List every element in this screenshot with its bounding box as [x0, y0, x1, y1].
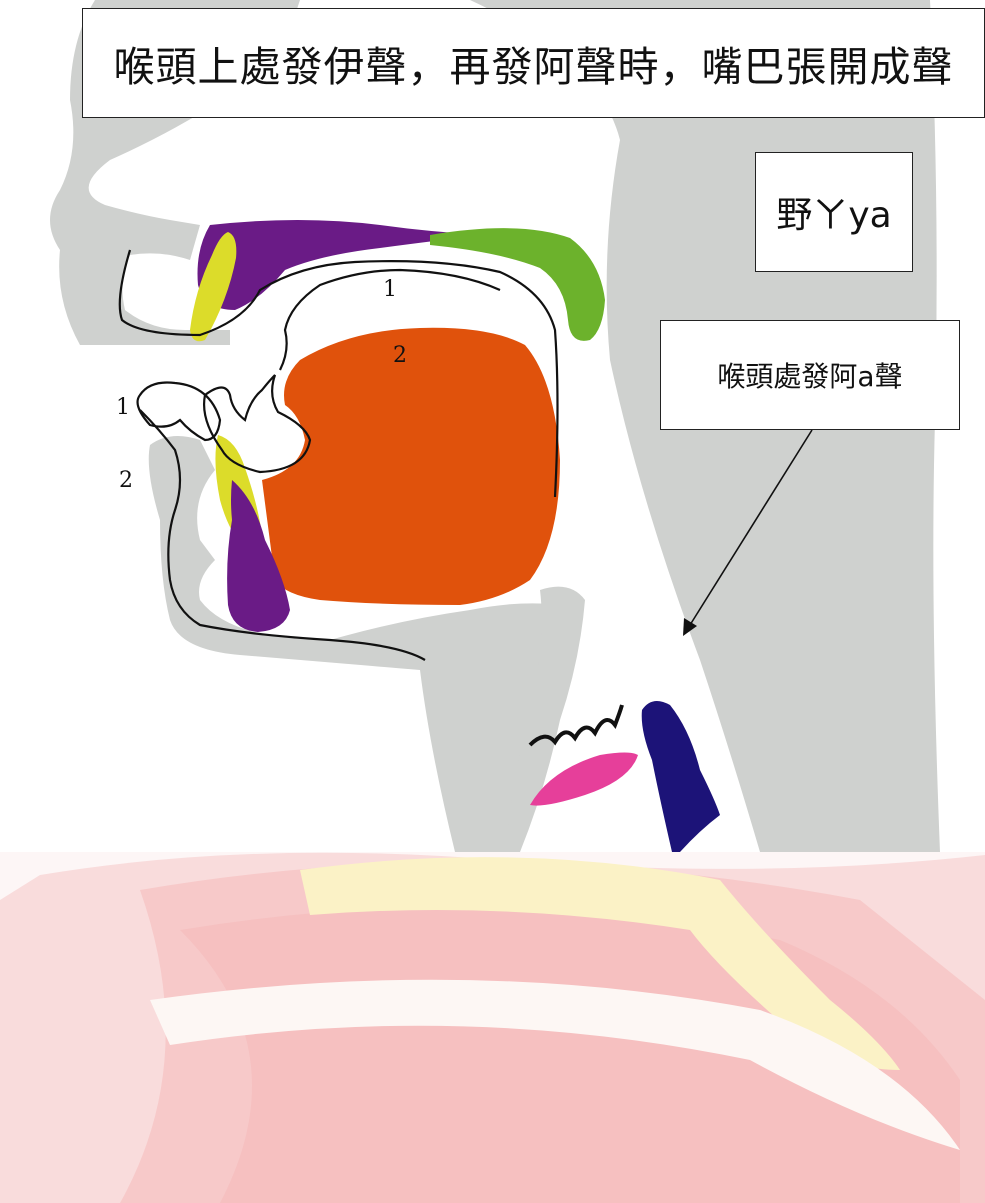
- soft-palate: [430, 228, 605, 341]
- tongue: [262, 328, 560, 605]
- syllable-label-box: 野ㄚya: [755, 152, 913, 272]
- tongue-marker-2: 2: [393, 343, 407, 368]
- lip-marker-1: 1: [116, 395, 130, 420]
- lip-marker-2: 2: [119, 468, 133, 493]
- watermark-background: [0, 852, 985, 1203]
- diagram-title-text: 喉頭上處發伊聲，再發阿聲時，嘴巴張開成聲: [114, 33, 954, 93]
- sound-label-text: 喉頭處發阿a聲: [717, 355, 902, 395]
- epiglottis: [642, 701, 720, 852]
- sound-label-box: 喉頭處發阿a聲: [660, 320, 960, 430]
- diagram-title: 喉頭上處發伊聲，再發阿聲時，嘴巴張開成聲: [82, 8, 985, 118]
- palate-marker-1: 1: [383, 277, 397, 302]
- syllable-label-text: 野ㄚya: [776, 186, 891, 238]
